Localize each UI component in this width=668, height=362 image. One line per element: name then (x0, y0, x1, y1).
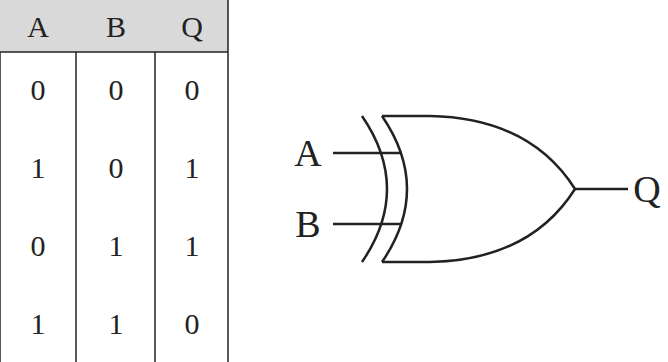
table-cell: 0 (109, 153, 124, 183)
table-cell: 1 (109, 309, 124, 339)
table-header-cell: Q (181, 12, 203, 42)
signal-name: A (294, 134, 321, 172)
gate-body (382, 116, 575, 262)
table-rule (75, 52, 77, 362)
table-cell: 0 (31, 231, 46, 261)
table-cell: 0 (185, 309, 200, 339)
output-wire (575, 188, 628, 191)
signal-name: Q (633, 170, 660, 208)
table-cell: 0 (109, 75, 124, 105)
table-cell: 1 (185, 153, 200, 183)
table-cell: 1 (109, 231, 124, 261)
xor-gate-symbol (333, 116, 628, 262)
input-wire (333, 223, 402, 226)
gate-body-back (382, 116, 407, 262)
table-rule (0, 51, 228, 53)
table-border (227, 0, 229, 362)
table-header (0, 0, 228, 52)
table-rule (154, 52, 156, 362)
table-cell: 0 (185, 75, 200, 105)
signal-name: B (295, 205, 320, 243)
table-border (0, 52, 1, 362)
table-cell: 1 (31, 153, 46, 183)
truth-table (0, 0, 228, 362)
table-cell: 1 (185, 231, 200, 261)
input-wire (333, 152, 402, 155)
table-cell: 1 (31, 309, 46, 339)
table-header-cell: B (106, 12, 126, 42)
table-header-cell: A (27, 12, 49, 42)
table-cell: 0 (31, 75, 46, 105)
gate-input-curve (362, 116, 387, 262)
